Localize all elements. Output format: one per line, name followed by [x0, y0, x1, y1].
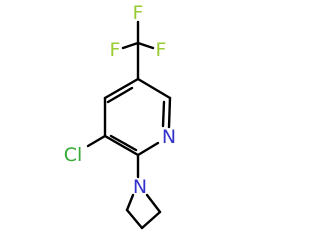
pyridine-nitrogen-atom: N	[162, 126, 176, 148]
fluorine-atom-right: F	[156, 39, 167, 61]
pyridine-ring-bonds	[103, 77, 172, 157]
azetidine-nitrogen-atom: N	[133, 176, 147, 198]
fluorine-atom-left: F	[110, 39, 121, 61]
bond-ch2-bottom-ch2-left	[125, 208, 144, 230]
bond-n1-c6	[167, 96, 172, 129]
bond-c3-cl	[86, 134, 107, 148]
bond-c3-c2-inner	[109, 134, 138, 152]
bond-ch2-right-ch2-bottom	[140, 210, 162, 230]
structure-diagram: F F F Cl N N	[64, 2, 176, 230]
bond-ch2-left-n	[125, 193, 135, 212]
bond-c6-c5	[136, 77, 172, 100]
azetidine-ring-bonds	[125, 193, 162, 230]
substituent-bonds	[86, 134, 140, 179]
bond-c2-n1	[136, 141, 160, 157]
bond-c-f-left	[121, 41, 140, 50]
bond-c5-c4-inner	[106, 86, 134, 104]
bond-n1-c6-inner	[161, 100, 166, 128]
fluorine-atom-top: F	[133, 2, 144, 24]
bond-c5-c4	[103, 77, 140, 100]
chlorine-atom: Cl	[64, 144, 83, 166]
molecule-canvas: F F F Cl N N	[64, 2, 176, 230]
bond-n-ch2-right	[145, 193, 162, 214]
cf3-group-bonds	[121, 20, 155, 81]
bond-c3-c2	[103, 134, 140, 157]
bond-c-f-right	[136, 41, 155, 50]
